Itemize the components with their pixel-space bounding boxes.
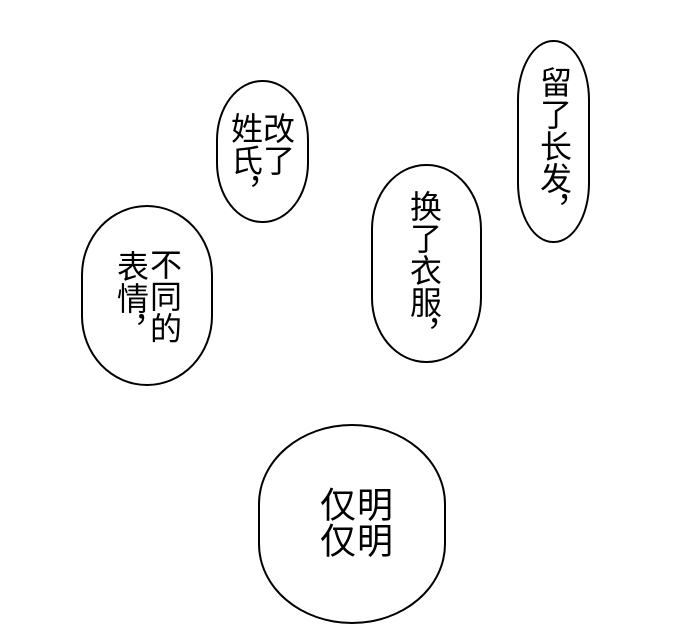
bubble-text-column: 明明 xyxy=(351,486,392,558)
bubble-text-column: 不同的 xyxy=(145,248,183,344)
bubble-text-column: 换了衣服， xyxy=(405,190,443,350)
bubble-text-column: 改了 xyxy=(258,112,296,176)
speech-bubble-expression: 不同的 表情， xyxy=(81,205,213,386)
speech-bubble-hair: 留了长发， xyxy=(517,40,590,243)
speech-bubble-clothes: 换了衣服， xyxy=(371,164,482,363)
bubble-text-column: 留了长发， xyxy=(535,66,573,226)
bubble-text-column: 姓氏， xyxy=(226,112,264,208)
speech-bubble-bottom: 明明 仅仅 xyxy=(258,424,446,624)
bubble-text-column: 表情， xyxy=(112,250,150,346)
speech-bubble-surname: 改了 姓氏， xyxy=(216,80,309,223)
bubble-text-column: 仅仅 xyxy=(314,486,355,558)
